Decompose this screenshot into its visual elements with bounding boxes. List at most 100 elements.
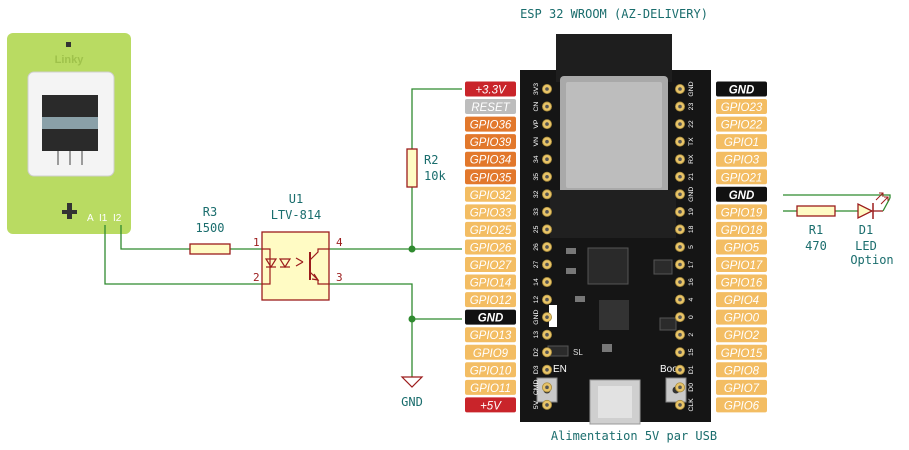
left-pin-label-gpio9: GPIO9 <box>473 348 509 360</box>
teleinfo-icon <box>62 203 77 219</box>
left-pin-silk: 34 <box>533 155 540 163</box>
left-pin-label-gpio27: GPIO27 <box>470 260 512 272</box>
left-pin-label-gpio25: GPIO25 <box>470 225 512 237</box>
header-pin-center <box>545 157 549 161</box>
header-pin-center <box>545 385 549 390</box>
left-pin-label-box <box>465 116 516 132</box>
u1-pin-3: 3 <box>336 271 343 284</box>
header-pin-center <box>678 227 682 232</box>
left-pin-label-gpio39: GPIO39 <box>470 137 512 149</box>
u1-value: LTV-814 <box>271 208 322 222</box>
left-pin-label-gpio12: GPIO12 <box>470 295 512 307</box>
left-pin-silk: 27 <box>533 261 540 269</box>
u1-pin-1: 1 <box>253 236 260 249</box>
components <box>547 247 677 357</box>
header-pin-center <box>545 297 549 302</box>
usb-connector <box>589 379 641 425</box>
right-pin-label-box <box>716 134 767 150</box>
left-pin-silk: CN <box>533 102 540 112</box>
header-pin-center <box>545 262 549 267</box>
header-pin-center <box>545 104 549 109</box>
left-pin-label-box <box>465 99 516 115</box>
right-pin-silk: RX <box>688 154 695 164</box>
left-pin-label-box <box>465 309 516 325</box>
header-pin-center <box>545 122 549 126</box>
left-pin-silk: 33 <box>533 208 540 216</box>
u1-pin-2: 2 <box>253 271 260 284</box>
header-pin-center <box>678 315 682 319</box>
right-pin-label-gpio8: GPIO8 <box>724 365 760 377</box>
header-pin-center <box>678 385 682 390</box>
junction-dot <box>408 245 416 253</box>
header-pin-center <box>678 122 682 126</box>
right-pin-header: GNDGNDGPIO2323GPIO2222GPIO1TXGPIO3RXGPIO… <box>675 81 767 413</box>
left-pin-label-gpio34: GPIO34 <box>470 155 512 167</box>
header-pin-center <box>545 245 549 249</box>
left-pin-label-box <box>465 327 516 343</box>
header-pin-center <box>678 403 682 407</box>
r3-ref: R3 <box>203 205 217 219</box>
header-pin-center <box>545 280 549 284</box>
left-pin-label-box <box>465 169 516 185</box>
board-title: ESP 32 WROOM (AZ-DELIVERY) <box>520 7 708 21</box>
u1-ref: U1 <box>289 192 303 206</box>
right-pin-label-gpio1: GPIO1 <box>724 137 759 149</box>
left-pin-label-box <box>465 379 516 395</box>
linky-meter: Linky A I1 I2 <box>7 33 131 234</box>
left-pin-label-box <box>465 151 516 167</box>
left-pin-label-box <box>465 257 516 272</box>
left-pin-silk: 12 <box>533 296 540 304</box>
left-pin-silk: 26 <box>533 243 540 251</box>
header-pin-center <box>678 210 682 214</box>
left-pin-silk: 3V3 <box>533 83 540 95</box>
header-pin-center <box>545 403 549 407</box>
right-pin-silk: 17 <box>688 261 695 269</box>
header-pin-center <box>678 157 682 161</box>
left-pin-label-box <box>465 186 516 202</box>
left-pin-label-box <box>465 397 516 413</box>
right-pin-label-box <box>716 362 767 378</box>
right-pin-label-box <box>716 327 767 343</box>
gnd-symbol: GND <box>400 376 424 409</box>
header-pin-center <box>678 297 682 302</box>
right-pin-label-box <box>716 99 767 115</box>
right-pin-label-box <box>716 116 767 132</box>
right-pin-silk: GND <box>688 187 695 202</box>
left-pin-label-box <box>465 134 516 150</box>
d1-note: Option <box>850 253 893 267</box>
left-pin-label-gpio36: GPIO36 <box>470 120 512 132</box>
right-pin-label-box <box>716 274 767 290</box>
right-pin-silk: 22 <box>688 120 695 128</box>
right-pin-label-box <box>716 292 767 308</box>
header-pin-center <box>678 368 682 372</box>
header-pin-center <box>545 87 549 91</box>
left-pin-label-gpio33: GPIO33 <box>470 207 512 219</box>
antenna-area <box>556 34 672 82</box>
right-pin-label-box <box>716 151 767 167</box>
r1-ref: R1 <box>809 223 823 237</box>
left-pin-label-box <box>465 362 516 378</box>
right-pin-label-gnd: GND <box>729 85 755 97</box>
chip-silk: SL <box>573 348 583 357</box>
header-pin-center <box>545 350 549 355</box>
linky-terminal-i1: I1 <box>99 213 108 224</box>
resistor-r3: R3 1500 <box>189 205 231 255</box>
right-pin-silk: 18 <box>688 225 695 233</box>
header-pin-center <box>545 332 549 337</box>
left-pin-silk: GND <box>533 310 540 325</box>
right-pin-label-gpio3: GPIO3 <box>724 155 760 167</box>
linky-terminal-a: A <box>87 213 94 224</box>
header-pin-center <box>545 174 549 179</box>
left-pin-label-gnd: GND <box>478 313 504 325</box>
right-pin-label-gpio7: GPIO7 <box>724 383 760 395</box>
left-pin-label-5v: +5V <box>480 400 502 412</box>
left-pin-label-box <box>465 221 516 237</box>
right-pin-silk: D1 <box>688 365 695 374</box>
header-pin-center <box>545 315 549 319</box>
resistor-r1: R1 470 <box>796 205 836 253</box>
d1-ref: D1 <box>859 223 873 237</box>
r2-value: 10k <box>424 169 446 183</box>
header-pin-center <box>545 227 549 232</box>
right-pin-label-gpio15: GPIO15 <box>721 348 763 360</box>
